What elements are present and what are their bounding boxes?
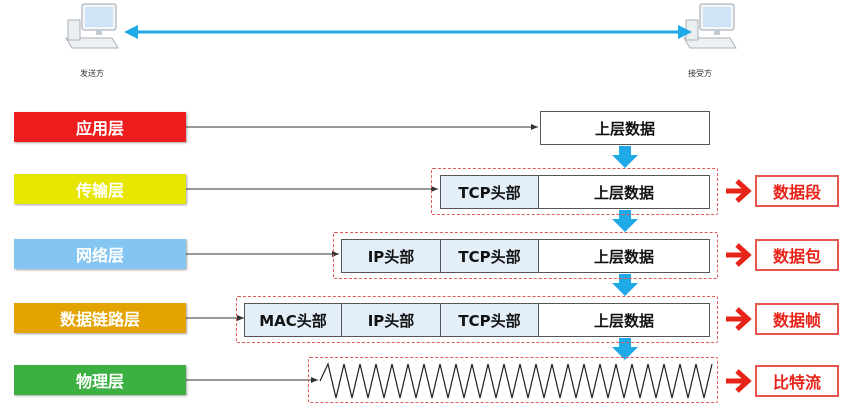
bitstream-wave	[319, 362, 713, 399]
unit-arrow-physical	[726, 369, 752, 393]
down-arrow-4	[612, 338, 638, 360]
network-tcp-header: TCP头部	[440, 239, 539, 273]
unit-segment: 数据段	[755, 175, 839, 207]
network-encap-outline	[333, 232, 718, 279]
unit-packet: 数据包	[755, 239, 839, 271]
layer-label-datalink: 数据链路层	[59, 310, 140, 329]
transport-tcp-header: TCP头部	[440, 175, 539, 209]
layer-physical: 物理层	[14, 365, 186, 395]
down-arrow-3	[612, 274, 638, 296]
sender-label: 发送方	[80, 69, 104, 78]
layer-label-application: 应用层	[75, 119, 124, 138]
layer-label-physical: 物理层	[75, 372, 124, 391]
unit-arrows	[726, 179, 752, 393]
down-arrow-2	[612, 210, 638, 232]
down-arrows	[612, 146, 638, 360]
layer-datalink: 数据链路层	[14, 303, 186, 333]
app-upper-data: 上层数据	[540, 111, 710, 145]
unit-frame: 数据帧	[755, 303, 839, 335]
receiver-computer-icon	[683, 3, 737, 49]
sender-computer-icon	[65, 3, 119, 49]
unit-arrow-datalink	[726, 307, 752, 331]
transport-encap-outline	[431, 168, 718, 215]
down-arrow-1	[612, 146, 638, 168]
unit-arrow-network	[726, 243, 752, 267]
layer-transport: 传输层	[14, 174, 186, 204]
datalink-mac-header: MAC头部	[244, 303, 342, 337]
datalink-upper-data: 上层数据	[538, 303, 710, 337]
layer-label-network: 网络层	[75, 246, 124, 265]
unit-arrow-transport	[726, 179, 752, 203]
receiver-label: 接受方	[688, 69, 712, 78]
layer-label-transport: 传输层	[75, 181, 124, 200]
link-double-arrow	[124, 25, 692, 39]
layer-application: 应用层	[14, 112, 186, 142]
physical-encap-outline	[308, 357, 718, 403]
unit-bitstream: 比特流	[755, 365, 839, 397]
network-upper-data: 上层数据	[538, 239, 710, 273]
transport-upper-data: 上层数据	[538, 175, 710, 209]
datalink-encap-outline	[236, 296, 718, 343]
layer-network: 网络层	[14, 239, 186, 269]
network-ip-header: IP头部	[341, 239, 441, 273]
datalink-tcp-header: TCP头部	[440, 303, 539, 337]
datalink-ip-header: IP头部	[341, 303, 441, 337]
